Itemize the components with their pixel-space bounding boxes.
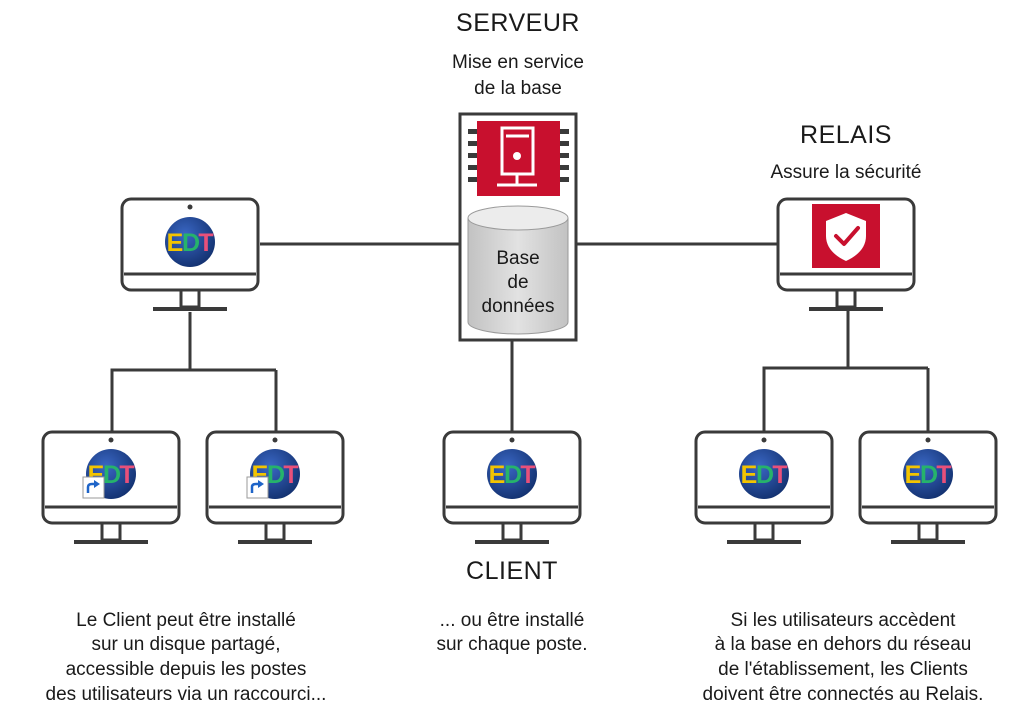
database-label-line2: de: [507, 272, 529, 293]
svg-text:T: T: [119, 461, 134, 489]
caption-left-line3: accessible depuis les postes: [65, 659, 307, 680]
svg-text:D: D: [920, 461, 938, 489]
caption-center-line1: ... ou être installé: [439, 610, 585, 631]
database-label-line3: données: [481, 296, 555, 317]
caption-left-line2: sur un disque partagé,: [91, 634, 281, 655]
database-cylinder-icon: [467, 205, 569, 335]
svg-text:E: E: [167, 229, 184, 257]
caption-left-line1: Le Client peut être installé: [76, 610, 296, 631]
server-title: SERVEUR: [456, 9, 580, 37]
database-label-line1: Base: [496, 248, 540, 269]
caption-right-line4: doivent être connectés au Relais.: [702, 684, 984, 705]
svg-text:D: D: [504, 461, 522, 489]
svg-text:E: E: [905, 461, 922, 489]
caption-right-line1: Si les utilisateurs accèdent: [730, 610, 956, 631]
caption-right-line2: à la base en dehors du réseau: [714, 634, 972, 655]
connection-lines: [110, 242, 930, 432]
svg-text:E: E: [489, 461, 506, 489]
svg-text:T: T: [936, 461, 951, 489]
edt-logo-icon: E D T: [165, 217, 215, 267]
edt-logo-icon: E D T: [739, 449, 789, 499]
client-title: CLIENT: [466, 557, 558, 585]
server-icon: [468, 121, 569, 196]
edt-logo-icon: E D T: [487, 449, 537, 499]
shortcut-arrow-icon: [82, 476, 105, 499]
shield-check-icon: [812, 204, 880, 268]
server-unit: [458, 112, 578, 342]
edt-logo-icon: E D T: [903, 449, 953, 499]
link-top-left-to-shared-clients: [110, 312, 192, 432]
caption-right-line3: de l'établissement, les Clients: [718, 659, 968, 680]
svg-text:D: D: [103, 461, 121, 489]
svg-text:E: E: [741, 461, 758, 489]
svg-text:T: T: [772, 461, 787, 489]
relay-title: RELAIS: [800, 121, 892, 149]
relay-subtitle: Assure la sécurité: [770, 162, 922, 183]
caption-left-line4: des utilisateurs via un raccourci...: [45, 684, 327, 705]
svg-text:T: T: [283, 461, 298, 489]
server-subtitle-line2: de la base: [474, 78, 562, 99]
svg-text:T: T: [520, 461, 535, 489]
link-relay-to-clients: [762, 308, 850, 432]
svg-text:D: D: [182, 229, 200, 257]
server-subtitle-line1: Mise en service: [452, 52, 584, 73]
caption-center-line2: sur chaque poste.: [436, 634, 588, 655]
svg-text:D: D: [756, 461, 774, 489]
shortcut-arrow-icon: [246, 476, 269, 499]
svg-text:D: D: [267, 461, 285, 489]
svg-text:T: T: [198, 229, 213, 257]
